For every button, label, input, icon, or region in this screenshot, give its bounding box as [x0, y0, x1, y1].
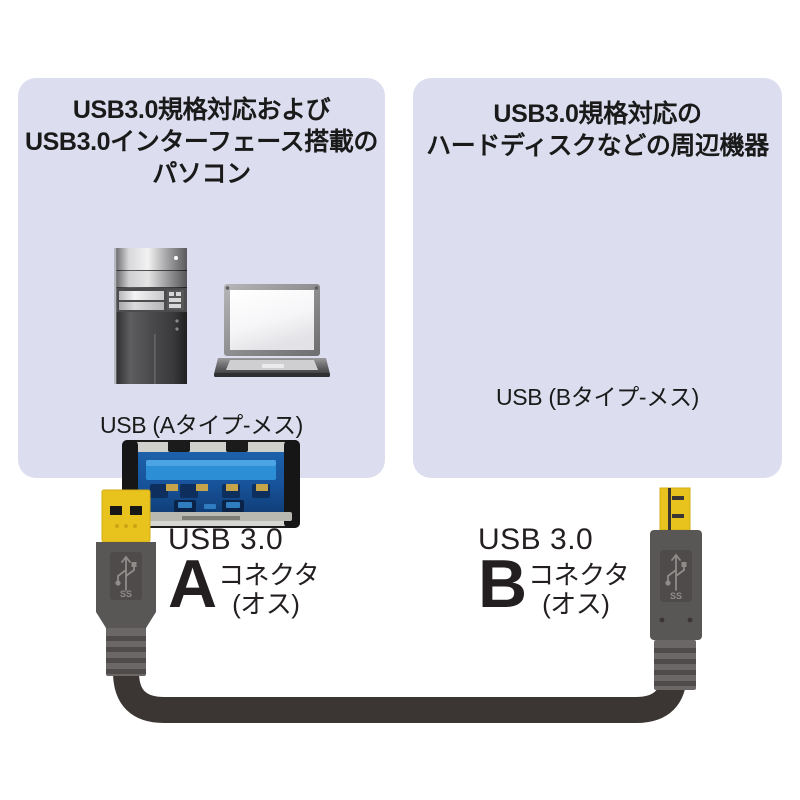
svg-text:SS: SS: [120, 589, 132, 599]
usb-b-title: USB 3.0: [478, 523, 594, 556]
usb-cable-illustration: SS: [96, 487, 702, 723]
usb-a-title: USB 3.0: [168, 523, 284, 556]
svg-text:SS: SS: [670, 591, 682, 601]
usb-a-female-port-image: [122, 440, 300, 528]
usb-b-sub-line2: (オス): [542, 589, 610, 620]
usb-b-port-caption: USB (Bタイプ-メス): [495, 384, 700, 410]
desktop-pc-tower-icon: [114, 248, 187, 384]
usb-a-port-caption: USB (Aタイプ-メス): [99, 412, 304, 438]
panel-left-heading: USB3.0規格対応および USB3.0インターフェース搭載の パソコン: [25, 96, 378, 188]
strain-relief-right: [654, 640, 696, 690]
panel-host-devices: USB3.0規格対応および USB3.0インターフェース搭載の パソコン: [18, 78, 385, 528]
usb-a-connector-label: USB 3.0 A コネクタ (オス): [168, 525, 388, 620]
usb-b-connector-label: USB 3.0 B コネクタ (オス): [478, 525, 698, 620]
panel-right-heading: USB3.0規格対応の ハードディスクなどの周辺機器: [426, 100, 769, 160]
strain-relief-left: [106, 628, 146, 676]
usb-b-letter: B: [478, 546, 527, 622]
usb-b-sub-line1: コネクタ: [528, 560, 630, 590]
usb-a-male-connector: SS: [96, 489, 156, 676]
usb-a-sub-line2: (オス): [232, 589, 300, 620]
panel-peripheral-devices: USB3.0規格対応の ハードディスクなどの周辺機器: [413, 78, 782, 478]
usb-a-sub-line1: コネクタ: [218, 560, 320, 590]
usb-a-letter: A: [168, 546, 217, 622]
usb-b-male-connector: SS: [650, 487, 702, 690]
laptop-icon: [214, 284, 330, 377]
